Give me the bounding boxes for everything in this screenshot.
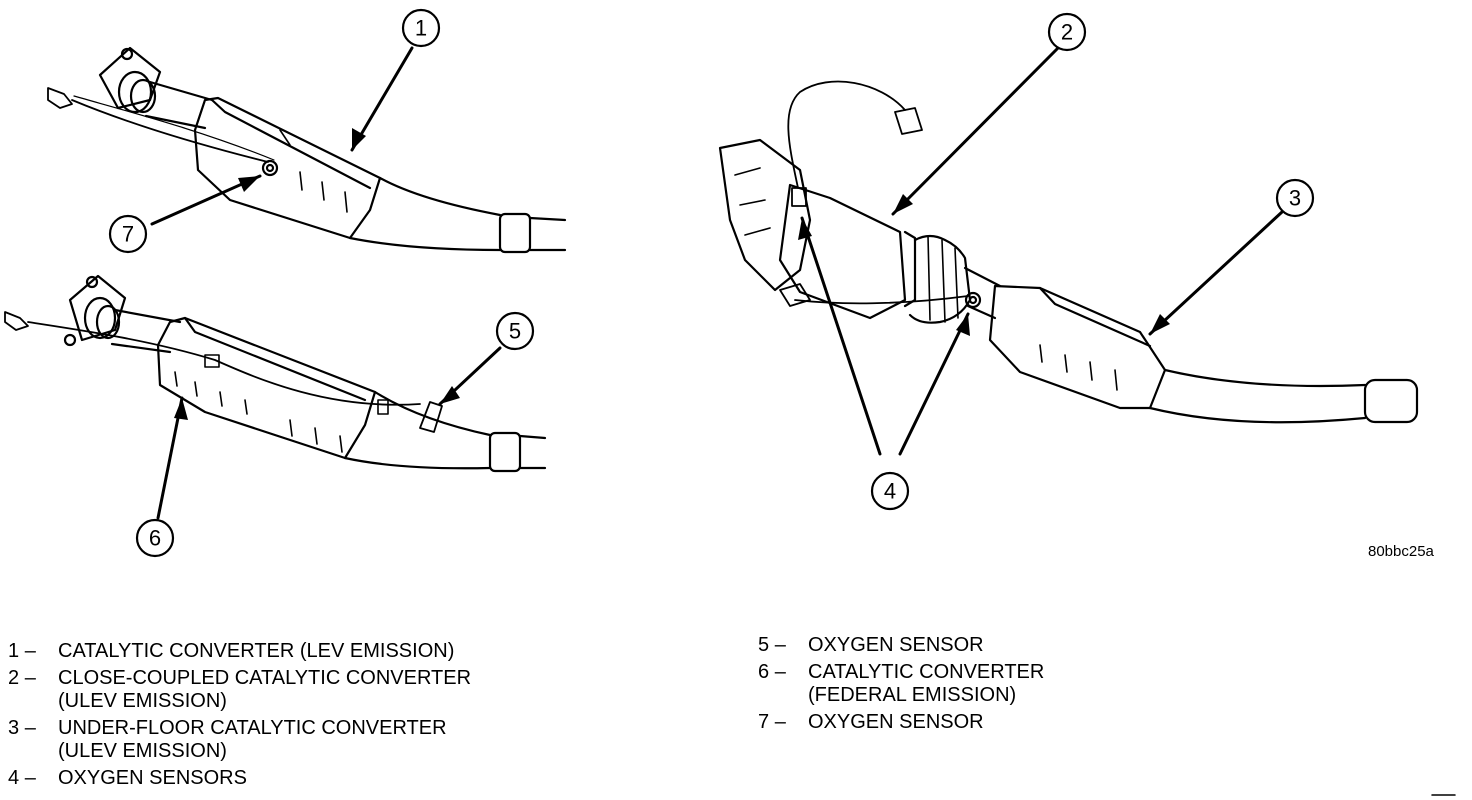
legend-item-1: 1 – CATALYTIC CONVERTER (LEV EMISSION) (8, 640, 455, 662)
callout-2: 2 (1047, 12, 1087, 52)
svg-text:2: 2 (1061, 20, 1073, 45)
callout-6: 6 (135, 518, 175, 558)
svg-text:3: 3 (1289, 186, 1301, 211)
callout-3: 3 (1275, 178, 1315, 218)
ulev-converter-assembly (718, 80, 1419, 424)
arrowheads (174, 128, 1170, 420)
legend-item-5: 5 – OXYGEN SENSOR (758, 634, 984, 656)
svg-text:7: 7 (122, 222, 134, 247)
legend-right: 5 – OXYGEN SENSOR 6 – CATALYTIC CONVERTE… (758, 634, 1398, 738)
federal-converter-assembly (4, 274, 547, 473)
callout-7: 7 (108, 214, 148, 254)
legend-item-4: 4 – OXYGEN SENSORS (8, 767, 247, 789)
callout-4: 4 (870, 471, 910, 511)
svg-text:6: 6 (149, 526, 161, 551)
leader-lines (150, 46, 1284, 520)
legend-item-3: 3 – UNDER-FLOOR CATALYTIC CONVERTER (ULE… (8, 717, 447, 762)
lev-converter-assembly (47, 46, 567, 254)
legend-left: 1 – CATALYTIC CONVERTER (LEV EMISSION) 2… (8, 640, 648, 794)
legend-item-2: 2 – CLOSE-COUPLED CATALYTIC CONVERTER (U… (8, 667, 472, 712)
legend-item-7: 7 – OXYGEN SENSOR (758, 711, 984, 733)
legend-item-6: 6 – CATALYTIC CONVERTER (FEDERAL EMISSIO… (758, 661, 1045, 706)
svg-text:1: 1 (415, 16, 427, 41)
callout-5: 5 (495, 311, 535, 351)
svg-text:4: 4 (884, 479, 896, 504)
callout-1: 1 (401, 8, 441, 48)
svg-text:5: 5 (509, 319, 521, 344)
figure-code: 80bbc25a (1368, 543, 1434, 560)
